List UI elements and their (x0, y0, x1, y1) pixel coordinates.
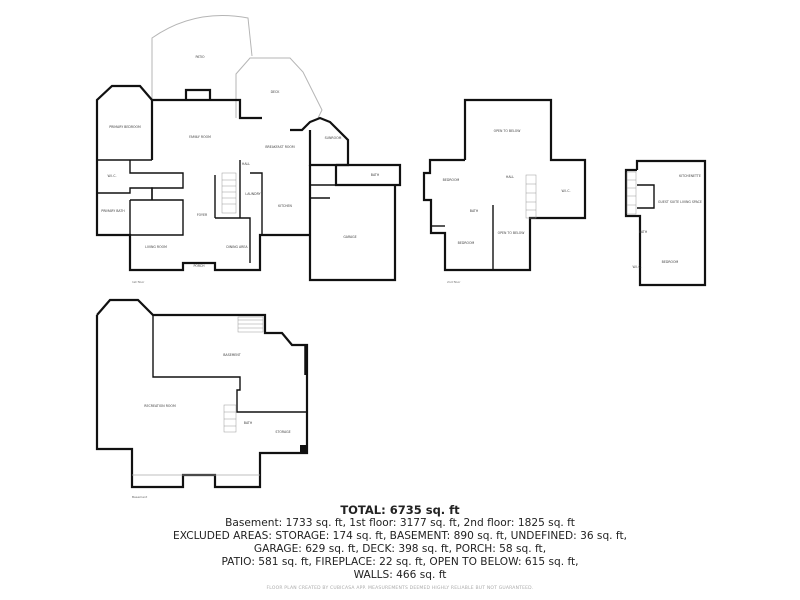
deck-outline (235, 57, 323, 119)
room-label: DECK (271, 90, 281, 94)
excluded-areas-3: PATIO: 581 sq. ft, FIREPLACE: 22 sq. ft,… (221, 556, 579, 568)
first-floor-plan: PATIO DECK PRIMARY BEDROOM FAMILY ROOM B… (95, 15, 402, 284)
room-label: BATH (244, 421, 253, 425)
floor-label: 1st floor (132, 280, 145, 284)
room-label: OPEN TO BELOW (498, 231, 526, 235)
room-label: BEDROOM (458, 241, 475, 245)
room-label: HALL (506, 175, 514, 179)
room-label: GARAGE (343, 235, 356, 239)
guest-suite-stairs (626, 171, 637, 215)
room-label: LIVING ROOM (145, 245, 167, 249)
garage-walls (308, 165, 397, 282)
room-label: BREAKFAST ROOM (265, 145, 295, 149)
patio-outline (151, 15, 253, 100)
floor-label: 2nd floor (447, 280, 461, 284)
room-label: W.I.C. (108, 174, 117, 178)
room-label: PRIMARY BEDROOM (109, 125, 141, 129)
bath-walls (334, 163, 402, 187)
excluded-areas-1: EXCLUDED AREAS: STORAGE: 174 sq. ft, BAS… (173, 530, 627, 542)
room-label: BEDROOM (443, 178, 460, 182)
first-floor-stairs (221, 172, 237, 214)
floor-areas: Basement: 1733 sq. ft, 1st floor: 3177 s… (225, 517, 575, 529)
room-label: GUEST SUITE LIVING SPACE (658, 200, 702, 204)
basement-outer-walls (95, 298, 309, 489)
room-label: SUNROOM (325, 136, 342, 140)
disclaimer-footnote: FLOOR PLAN CREATED BY CUBICASA APP. MEAS… (266, 586, 534, 591)
fireplace (184, 88, 212, 100)
total-area: TOTAL: 6735 sq. ft (340, 503, 460, 517)
room-label: BASEMENT (223, 353, 241, 357)
sunroom-walls (290, 116, 350, 167)
second-floor-stairs (525, 174, 537, 219)
room-label: DINING AREA (226, 245, 248, 249)
room-label: OPEN TO BELOW (494, 129, 522, 133)
room-label: BATH (371, 173, 380, 177)
room-label: BATH (639, 230, 648, 234)
room-label: W.I.C. (562, 189, 571, 193)
second-floor-plan: OPEN TO BELOW BEDROOM HALL W.I.C. BATH B… (422, 98, 587, 284)
guest-suite-outer-walls (624, 159, 707, 287)
room-label: PRIMARY BATH (101, 209, 125, 213)
room-label: FOYER (197, 213, 208, 217)
room-label: W.I.C. (633, 265, 642, 269)
floor-label: Basement (132, 495, 148, 499)
guest-suite-plan: KITCHENETTE GUEST SUITE LIVING SPACE BAT… (624, 159, 707, 287)
room-label: RECREATION ROOM (144, 404, 176, 408)
first-floor-outer-walls (95, 84, 310, 272)
basement-plan: BASEMENT RECREATION ROOM BATH STORAGE Ba… (95, 298, 309, 499)
room-label: KITCHENETTE (679, 174, 701, 178)
room-label: BATH (470, 209, 479, 213)
excluded-areas-2: GARAGE: 629 sq. ft, DECK: 398 sq. ft, PO… (253, 543, 547, 555)
family-room-wall (150, 98, 262, 160)
room-label: HALL (242, 162, 250, 166)
room-label: BEDROOM (662, 260, 679, 264)
storage-column (300, 445, 307, 453)
room-label: PORCH (193, 264, 205, 268)
room-label: LAUNDRY (245, 192, 260, 196)
room-label: FAMILY ROOM (189, 135, 211, 139)
room-label: STORAGE (275, 430, 290, 434)
room-label: KITCHEN (278, 204, 292, 208)
basement-stairs (223, 316, 264, 433)
room-label: PATIO (195, 55, 205, 59)
second-floor-outer-walls (422, 98, 587, 272)
walls-area: WALLS: 466 sq. ft (353, 569, 447, 581)
